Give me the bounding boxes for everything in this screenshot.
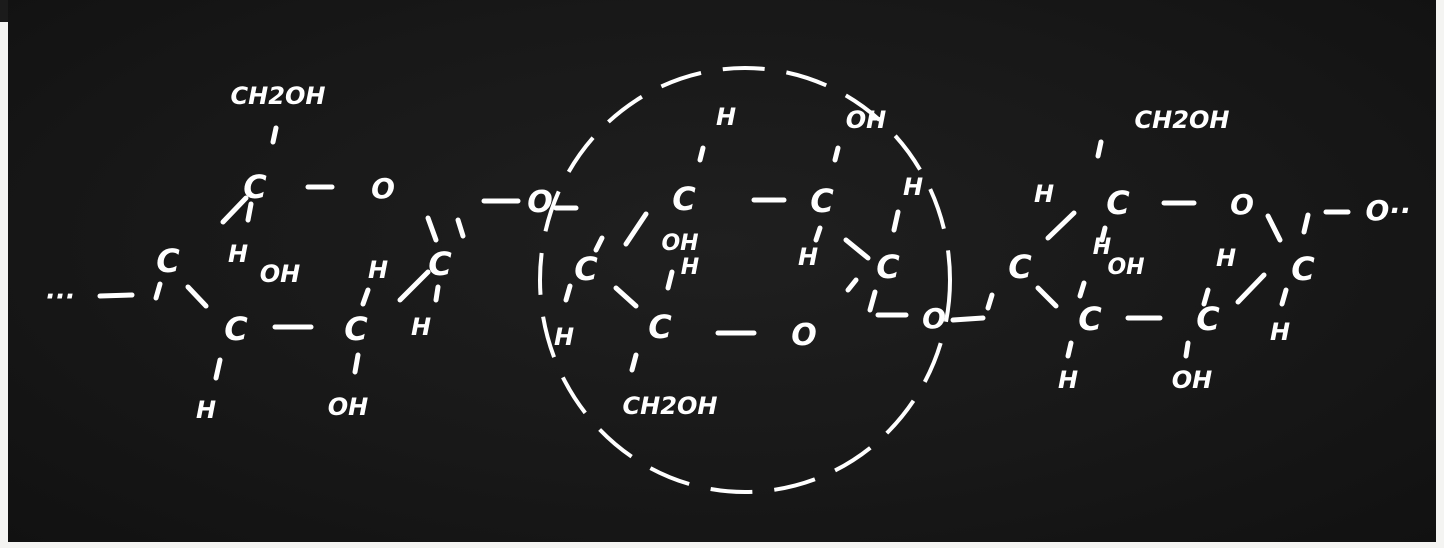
atom-c: C [672, 180, 696, 218]
bond [1279, 287, 1289, 307]
atom-c: C [648, 308, 672, 346]
atom-h: H [681, 255, 699, 280]
atom-oh: OH [846, 106, 887, 134]
bond [270, 125, 279, 145]
bond [843, 237, 871, 261]
atom-h: H [368, 256, 388, 284]
atom-c: C [428, 245, 452, 283]
bond [1201, 287, 1211, 307]
bond [1077, 280, 1087, 299]
bond [397, 269, 431, 303]
atom-c: C [224, 310, 248, 348]
atom-h: H [798, 243, 818, 271]
bond [360, 287, 371, 307]
bond [563, 283, 573, 303]
atom-h: H [554, 323, 574, 351]
bond [185, 284, 209, 309]
bond [985, 292, 995, 311]
atom-h: H [1034, 180, 1054, 208]
bond [220, 195, 249, 225]
atom-ch2oh: CH2OH [623, 392, 718, 420]
atom-ch2oh: CH2OH [1135, 106, 1230, 134]
atom-o: O [922, 302, 946, 335]
bond [593, 235, 605, 253]
bond [813, 225, 823, 243]
atom-c: C [1291, 250, 1315, 288]
bond [1035, 285, 1059, 309]
atom-h: H [903, 173, 923, 201]
chain-ellipsis-right: O·· [1365, 194, 1410, 227]
atom-oh: OH [260, 260, 301, 288]
atom-c: C [876, 248, 900, 286]
bond [845, 277, 859, 293]
bond [97, 292, 135, 299]
atom-h: H [716, 103, 736, 131]
bond [1095, 139, 1104, 159]
highlight-dashed-circle [538, 66, 952, 494]
bond [697, 145, 706, 163]
bond [352, 352, 361, 375]
molecule-diagram: CH2OH C O C H OH H C C C H H OH ··· O H … [45, 66, 1411, 494]
atom-o: O [371, 172, 395, 205]
atom-c: C [1106, 184, 1130, 222]
bond [950, 315, 986, 323]
bond [1045, 210, 1077, 241]
atom-o: O [1230, 188, 1254, 221]
atom-c: C [574, 250, 598, 288]
atom-c: C [344, 310, 368, 348]
bond [213, 357, 223, 381]
atom-o: O [527, 185, 553, 220]
bond [891, 209, 901, 233]
bond [665, 269, 675, 291]
bond [1099, 225, 1108, 243]
bond [425, 215, 439, 243]
atom-h: H [411, 313, 431, 341]
atom-c: C [810, 182, 834, 220]
atom-c: C [1078, 300, 1102, 338]
bond [455, 217, 466, 239]
bond [623, 211, 649, 247]
atom-oh: OH [1172, 366, 1213, 394]
atom-h: H [196, 396, 216, 424]
atom-h: H [1058, 366, 1078, 394]
bond [1265, 213, 1283, 243]
atom-oh: OH [1107, 255, 1144, 280]
bond [832, 145, 841, 163]
chain-ellipsis-left: ··· [45, 282, 75, 312]
atom-c: C [243, 168, 267, 206]
atom-h: H [1216, 244, 1236, 272]
atom-h: H [1270, 318, 1290, 346]
bond [629, 352, 639, 373]
bond [153, 281, 163, 301]
atom-c: C [156, 242, 180, 280]
bond [245, 201, 254, 223]
atom-oh: OH [661, 231, 698, 256]
bond [1183, 340, 1191, 359]
bond [1065, 340, 1074, 359]
bond [867, 289, 878, 313]
bond [613, 285, 639, 309]
bond [1301, 212, 1311, 235]
bond [433, 284, 441, 303]
atom-ch2oh: CH2OH [231, 82, 326, 110]
atom-c: C [1196, 300, 1220, 338]
chalkboard: CH2OH C O C H OH H C C C H H OH ··· O H … [8, 0, 1436, 542]
atom-oh: OH [328, 393, 369, 421]
atom-h: H [228, 240, 248, 268]
bond [1235, 272, 1267, 305]
atom-o: O [791, 318, 817, 353]
atom-c: C [1008, 248, 1032, 286]
atom-h: H [1093, 235, 1111, 260]
